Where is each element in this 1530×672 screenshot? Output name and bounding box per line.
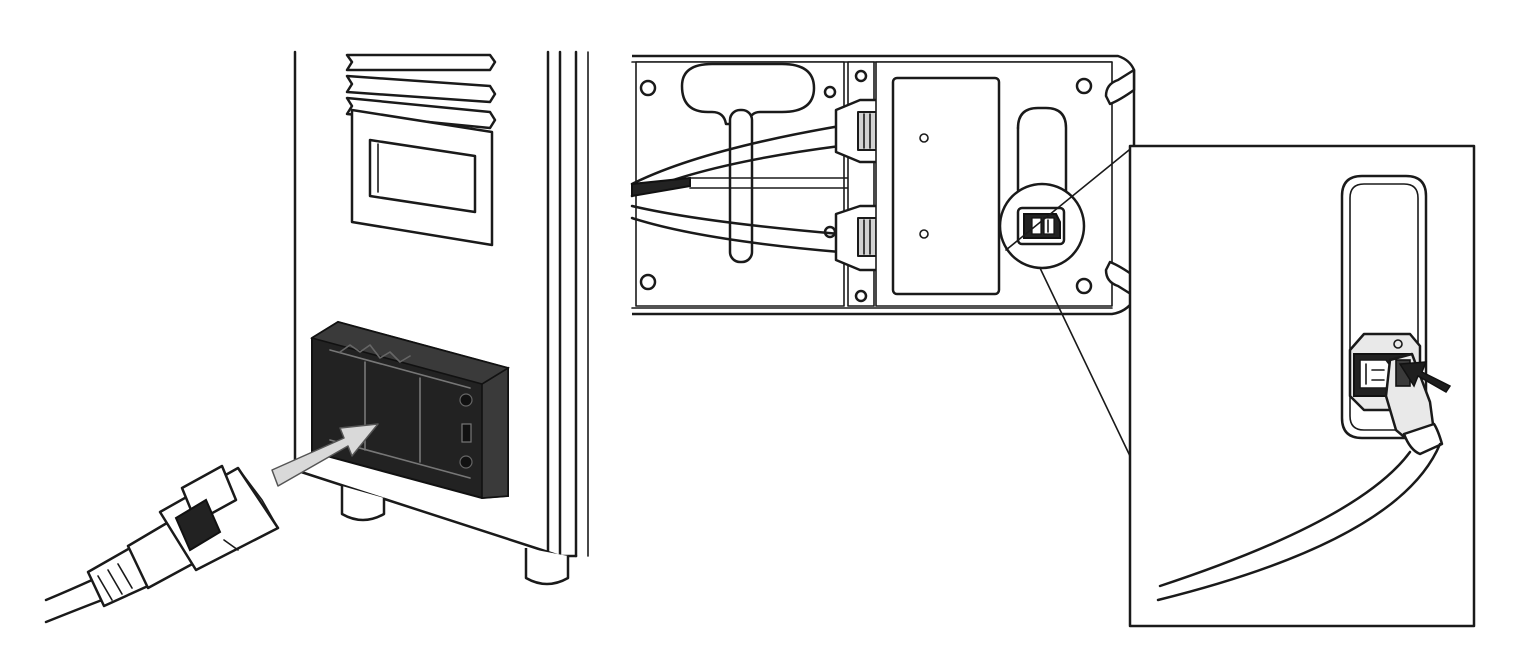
magnifier-callout-icon xyxy=(998,182,1086,270)
cabinet-feet xyxy=(340,486,570,586)
access-window xyxy=(350,108,494,247)
instrument-side-view xyxy=(44,50,589,624)
callout-leader-lower xyxy=(1039,267,1131,457)
insertion-arrow-icon xyxy=(1398,361,1452,393)
vent-louvers xyxy=(345,53,497,130)
cabinet-body xyxy=(293,50,589,558)
cover-plate xyxy=(875,61,1113,307)
callout-leader-upper xyxy=(1005,145,1135,251)
connector-module xyxy=(310,320,510,500)
power-cord-icon xyxy=(44,464,280,624)
insertion-arrow-icon xyxy=(271,423,379,487)
cable-tray xyxy=(630,61,851,307)
inlet-detail-view xyxy=(1128,144,1476,628)
rear-panel-view xyxy=(630,54,1136,316)
